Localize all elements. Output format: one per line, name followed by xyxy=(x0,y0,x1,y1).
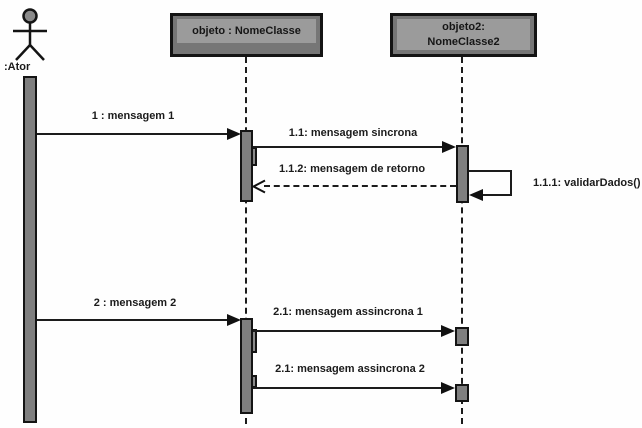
actor-icon xyxy=(13,8,47,61)
activation-target-objeto2-async2 xyxy=(455,384,469,402)
message-1-line xyxy=(37,133,228,135)
async-arrowhead-icon xyxy=(441,325,455,337)
message-2-line xyxy=(37,319,228,321)
lifeline-objeto xyxy=(245,57,247,424)
message-1-1-label: 1.1: mensagem sincrona xyxy=(288,127,418,139)
message-2-1a-label: 2.1: mensagem assincrona 1 xyxy=(273,306,423,318)
self-call-right-line xyxy=(510,170,512,196)
activation-bar-actor xyxy=(23,76,37,423)
message-1-1-line xyxy=(253,146,443,148)
actor-label: :Ator xyxy=(4,61,31,73)
open-arrowhead-icon xyxy=(252,179,266,194)
activation-bar-objeto-2 xyxy=(240,318,253,414)
message-2-1b-label: 2.1: mensagem assincrona 2 xyxy=(275,363,425,375)
activation-bar-objeto-1 xyxy=(240,130,253,202)
object-label: objeto : NomeClasse xyxy=(192,24,301,37)
object-label-line1: objeto2: xyxy=(442,20,485,33)
message-2-label: 2 : mensagem 2 xyxy=(93,297,177,309)
message-1-1-2-line xyxy=(264,185,456,187)
message-2-1a-line xyxy=(253,330,442,332)
async-arrowhead-icon xyxy=(441,382,455,394)
self-call-bottom-line xyxy=(483,194,512,196)
self-call-top-line xyxy=(469,170,512,172)
message-2-1b-line xyxy=(253,387,442,389)
message-1-1-2-label: 1.1.2: mensagem de retorno xyxy=(278,163,426,175)
activation-bar-objeto2 xyxy=(456,145,469,203)
message-1-1-1-label: 1.1.1: validarDados() xyxy=(533,177,641,189)
activation-target-objeto2-async1 xyxy=(455,327,469,346)
object-box-inner: objeto2: NomeClasse2 xyxy=(397,19,530,50)
object-label-line2: NomeClasse2 xyxy=(427,35,500,48)
object-box-inner: objeto : NomeClasse xyxy=(177,19,316,43)
sync-arrowhead-icon xyxy=(469,189,483,201)
object-box-objeto: objeto : NomeClasse xyxy=(170,13,323,57)
sync-arrowhead-icon xyxy=(442,141,456,153)
lifeline-objeto2 xyxy=(461,57,463,424)
sync-arrowhead-icon xyxy=(227,314,241,326)
sync-arrowhead-icon xyxy=(227,128,241,140)
message-1-label: 1 : mensagem 1 xyxy=(91,110,175,122)
object-box-objeto2: objeto2: NomeClasse2 xyxy=(390,13,537,57)
